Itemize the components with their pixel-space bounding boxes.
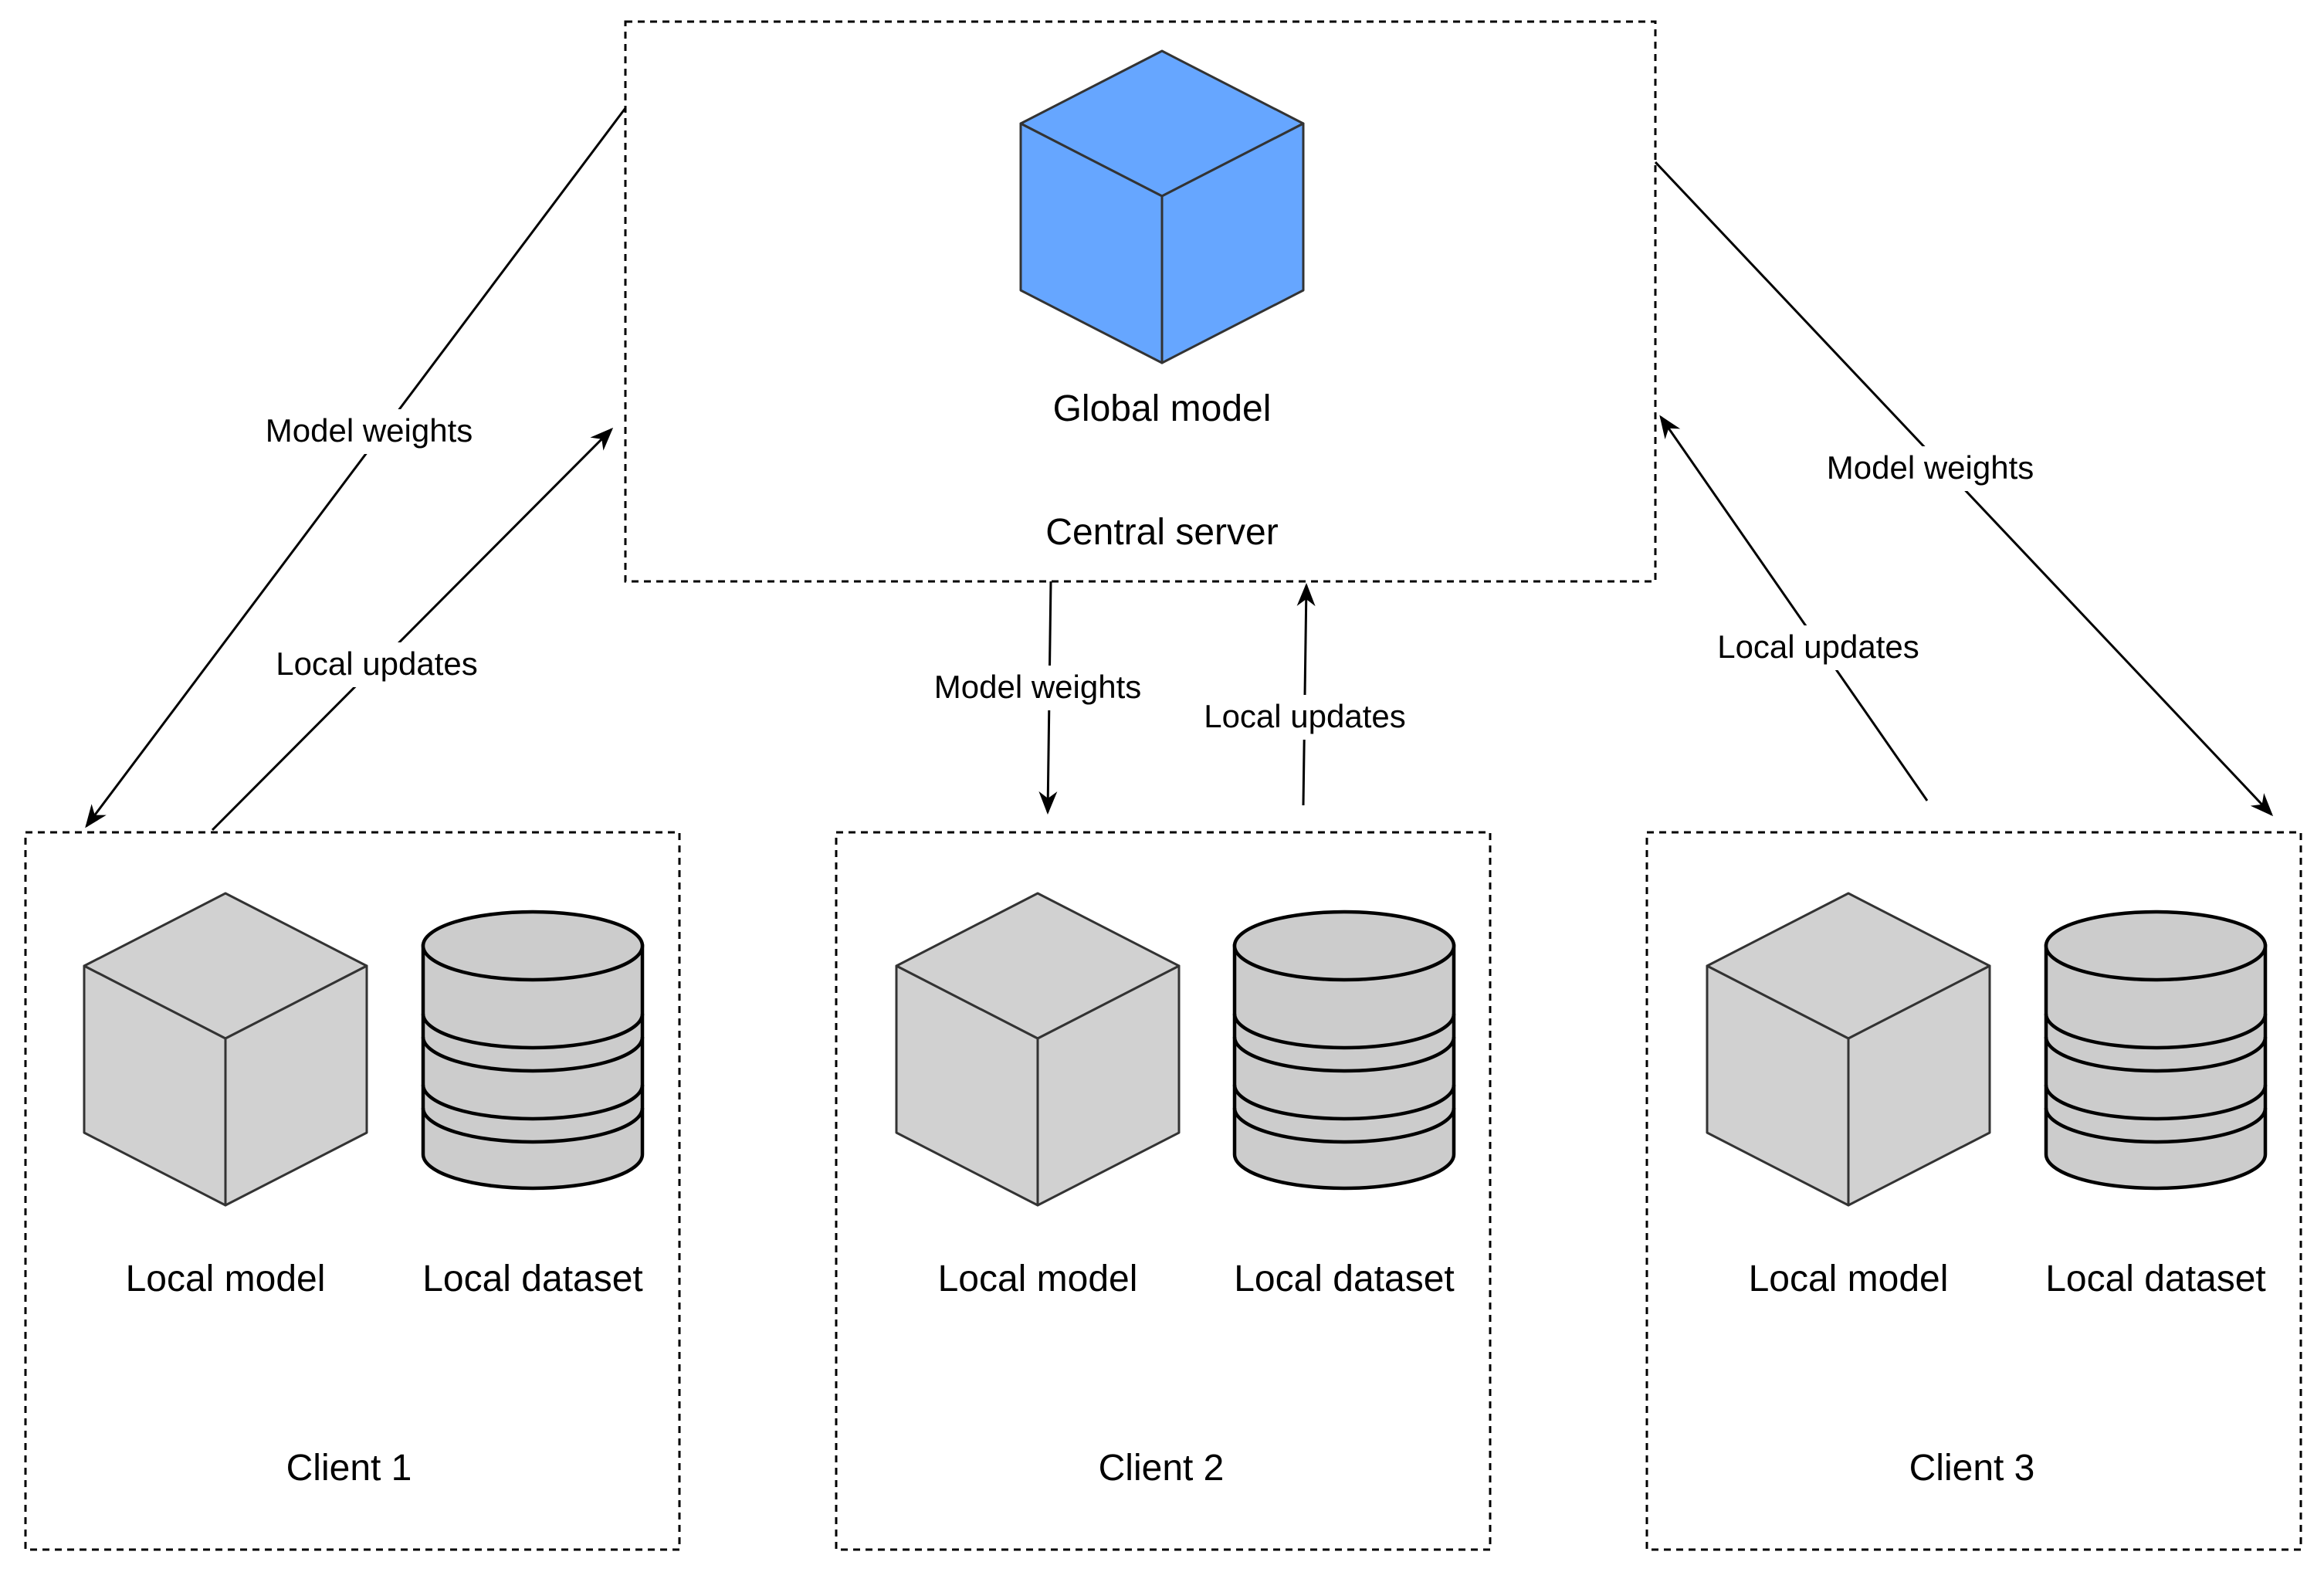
edge-label-group-1b: Local updates <box>263 642 494 687</box>
edge-label-group-2a: Model weights <box>923 666 1154 710</box>
client-3-label: Client 3 <box>1909 1448 2035 1489</box>
edge-label-client3-local-updates: Local updates <box>1717 628 1919 665</box>
edge-label-client2-model-weights: Model weights <box>934 669 1141 705</box>
client-2-label: Client 2 <box>1099 1448 1225 1489</box>
client-1-dataset-icon <box>421 910 645 1191</box>
client-3-dataset-icon <box>2044 910 2268 1191</box>
edge-label-client1-model-weights: Model weights <box>266 412 473 449</box>
client-2-local-model-label: Local model <box>938 1259 1138 1299</box>
global-model-label: Global model <box>1053 388 1272 429</box>
client-1-local-model-label: Local model <box>126 1259 326 1299</box>
client-2-local-dataset-label: Local dataset <box>1234 1259 1455 1299</box>
client-3-local-dataset-label: Local dataset <box>2045 1259 2266 1299</box>
edge-client1-model-weights <box>85 107 627 828</box>
client-2-dataset-icon <box>1232 910 1456 1191</box>
edge-label-group-1a: Model weights <box>255 409 486 454</box>
central-server-label: Central server <box>1045 512 1278 553</box>
edge-label-group-3b: Model weights <box>1814 446 2046 491</box>
edge-label-client2-local-updates: Local updates <box>1204 698 1406 734</box>
client-1-local-dataset-label: Local dataset <box>422 1259 643 1299</box>
edge-label-client1-local-updates: Local updates <box>276 645 478 682</box>
client-1-label: Client 1 <box>286 1448 412 1489</box>
edge-client1-local-updates <box>211 427 614 832</box>
edge-label-group-2b: Local updates <box>1193 695 1417 740</box>
edge-label-client3-model-weights: Model weights <box>1827 449 2034 486</box>
client-3-local-model-label: Local model <box>1749 1259 1949 1299</box>
edge-label-group-3a: Local updates <box>1706 625 1930 670</box>
edge-client3-local-updates <box>1659 415 1929 801</box>
